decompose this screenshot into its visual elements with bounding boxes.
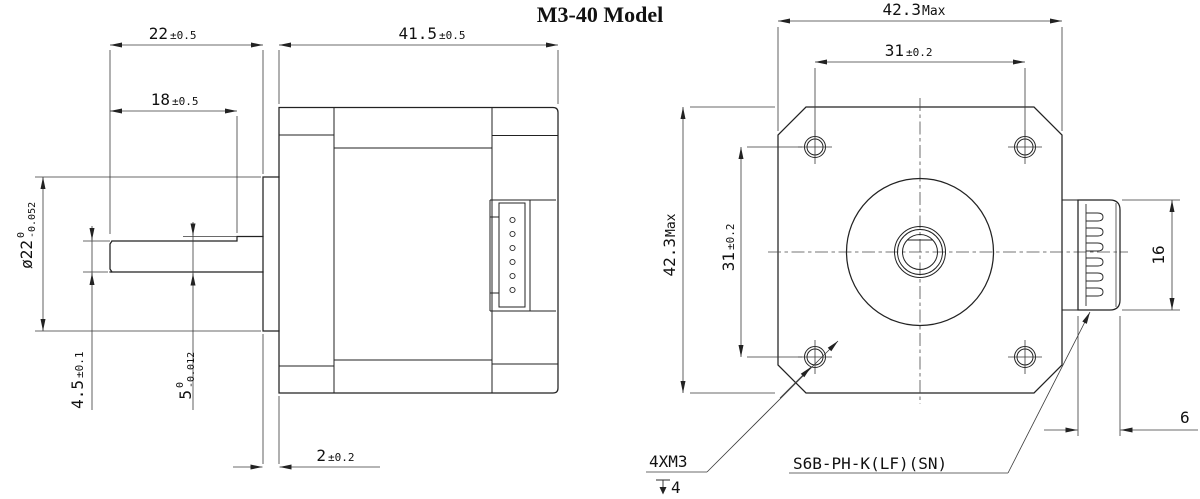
dim-connector-height-value: 16 [1149,245,1168,264]
dim-boss-diameter-tol-lower: -0.052 [27,202,38,238]
mounting-hole [1008,340,1042,374]
dim-body-length-value: 41.5 [398,24,437,43]
dim-flat-length-tol: ±0.5 [172,95,199,108]
dim-shaft-diameter-tol-lower: -0.012 [186,352,197,388]
dim-flat-length-value: 18 [151,90,170,109]
faceplate-outline [777,106,1063,394]
dim-shaft-length-value: 22 [149,24,168,43]
dim-hole-spacing-h-value: 31 [885,41,904,60]
dim-shaft-length-tol: ±0.5 [170,29,197,42]
dim-body-length: 41.5 ±0.5 [279,24,558,48]
connector-pins [1086,212,1104,297]
dim-boss-diameter: ø22 0 -0.052 [16,177,46,331]
dim-width-max: 42.3 Max [777,0,1063,131]
front-connector [1062,199,1121,311]
connector-part-text: S6B-PH-K(LF)(SN) [793,454,947,473]
dim-shaft-diameter-tol-upper: 0 [175,382,186,388]
centerlines [768,98,1128,404]
side-connector [489,199,556,312]
dim-connector-depth: 6 [1044,316,1198,436]
dim-hole-spacing-v: 31 ±0.2 [719,146,802,358]
dim-hole-spacing-h-tol: ±0.2 [906,46,933,59]
dim-connector-depth-value: 6 [1180,408,1190,427]
depth-symbol-icon [656,479,670,495]
dim-hole-spacing-v-tol: ±0.2 [724,224,737,251]
dim-height-suffix: Max [664,213,679,237]
center-boss-and-shaft [845,177,995,327]
dim-flat-height-tol: ±0.1 [73,352,86,379]
dim-connector-height: 16 [1122,199,1180,311]
dim-boss-thickness-value: 2 [316,446,326,465]
shaft-outline [109,235,264,273]
connector-pin-holes [509,216,516,294]
label-mount-holes: 4XM3 4 [646,340,839,497]
dim-shaft-diameter: 5 0 -0.012 [175,222,197,410]
dim-boss-diameter-tol-upper: 0 [16,232,27,238]
drawing-title: M3-40 Model [537,2,663,27]
dim-hole-spacing-v-value: 31 [719,252,738,271]
dim-shaft-length: 22 ±0.5 [110,24,263,48]
dim-flat-height: 4.5 ±0.1 [68,226,95,410]
motor-body-outline [278,106,559,394]
dim-boss-thickness: 2 ±0.2 [233,446,380,470]
dim-boss-thickness-tol: ±0.2 [328,451,355,464]
dim-width-suffix: Max [922,4,946,19]
side-view: 22 ±0.5 18 ±0.5 41.5 ±0.5 ø22 0 -0.052 [16,24,559,470]
dim-flat-height-value: 4.5 [68,380,87,409]
label-connector-part: S6B-PH-K(LF)(SN) [789,311,1091,474]
dim-hole-spacing-h: 31 ±0.2 [814,41,1026,136]
dim-width-value: 42.3 [882,0,921,19]
front-view: 42.3 Max 31 ±0.2 42.3 Max 31 ±0.2 [646,0,1198,497]
dim-body-length-tol: ±0.5 [439,29,466,42]
dim-boss-diameter-value: ø22 [17,240,36,269]
pilot-boss-outline [262,176,280,332]
dim-height-value: 42.3 [660,238,679,277]
side-view-extension-lines [35,50,559,464]
mount-depth-text: 4 [671,478,681,497]
mount-holes-text: 4XM3 [649,452,688,471]
dim-shaft-diameter-value: 5 [176,390,195,400]
dim-height-max: 42.3 Max [660,106,775,394]
dim-flat-length: 18 ±0.5 [110,90,237,114]
mounting-hole [798,340,832,374]
